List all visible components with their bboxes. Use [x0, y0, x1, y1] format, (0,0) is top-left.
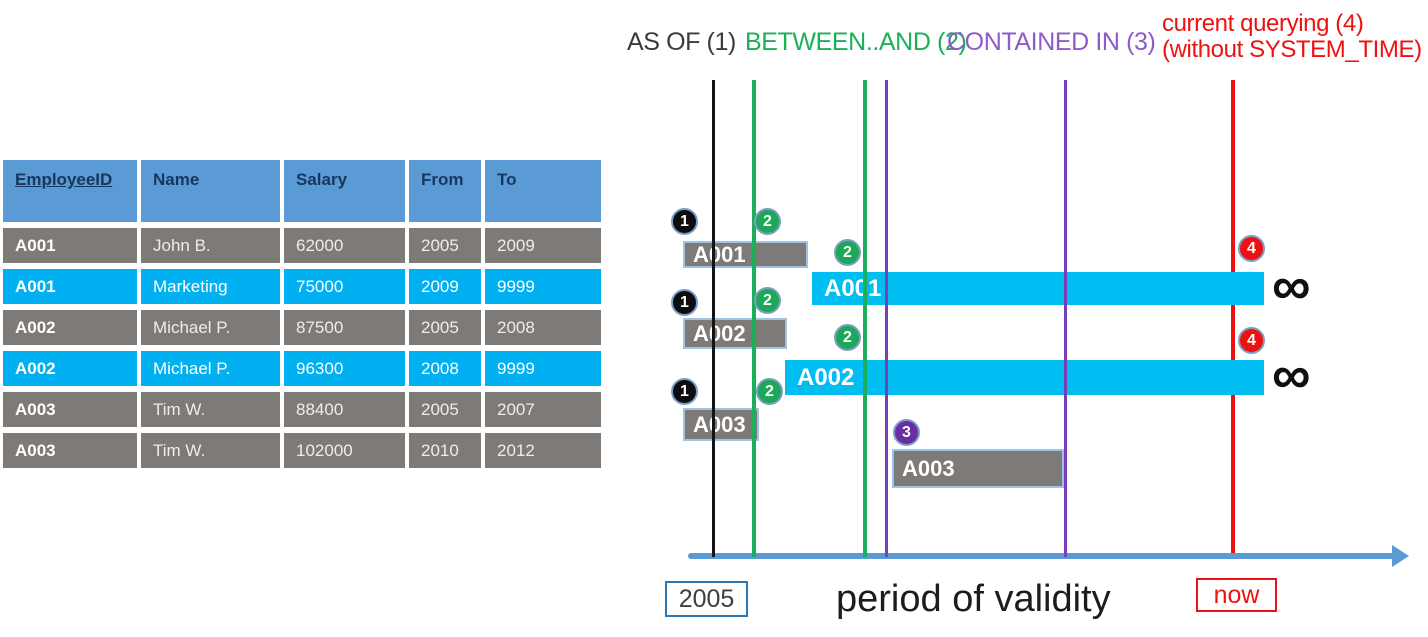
marker-between-and: 2: [754, 287, 781, 314]
table-cell: 88400: [284, 392, 405, 427]
legend-contained-in: CONTAINED IN (3): [947, 28, 1156, 56]
marker-between-and: 2: [834, 324, 861, 351]
table-cell: 9999: [485, 351, 601, 386]
contained-in-end-line: [1064, 80, 1067, 557]
time-axis: [688, 553, 1394, 559]
marker-as-of: 1: [671, 289, 698, 316]
table-cell: 2008: [485, 310, 601, 345]
axis-title: period of validity: [836, 578, 1111, 620]
marker-current-querying: 4: [1238, 327, 1265, 354]
table-cell: Tim W.: [141, 392, 280, 427]
contained-in-start-line: [885, 80, 888, 557]
validity-bar-a001-old: A001: [683, 241, 808, 268]
marker-as-of: 1: [671, 378, 698, 405]
marker-current-querying: 4: [1238, 235, 1265, 262]
table-cell: 87500: [284, 310, 405, 345]
marker-between-and: 2: [754, 208, 781, 235]
infinity-icon: ∞: [1272, 256, 1311, 316]
legend-current-querying-line2: (without SYSTEM_TIME): [1162, 36, 1422, 64]
year-2005-box: 2005: [665, 581, 748, 617]
bar-label: A003: [693, 411, 746, 437]
table-cell: 62000: [284, 228, 405, 263]
table-cell: 2010: [409, 433, 481, 468]
table-cell: Marketing: [141, 269, 280, 304]
table-cell: 2012: [485, 433, 601, 468]
bar-label: A001: [693, 241, 746, 267]
bar-label: A003: [902, 455, 955, 481]
table-cell: 9999: [485, 269, 601, 304]
between-and-end-line: [863, 80, 867, 557]
bar-label: A001: [824, 274, 882, 302]
employee-table: EmployeeID Name Salary From To A001 John…: [3, 160, 601, 474]
table-row: A003 Tim W. 88400 2005 2007: [3, 392, 601, 427]
legend-current-querying: current querying (4) (without SYSTEM_TIM…: [1162, 10, 1422, 64]
marker-between-and: 2: [834, 239, 861, 266]
table-cell: Michael P.: [141, 310, 280, 345]
legend-current-querying-line1: current querying (4): [1162, 10, 1364, 37]
table-cell: 2007: [485, 392, 601, 427]
table-cell: John B.: [141, 228, 280, 263]
table-row: A002 Michael P. 96300 2008 9999: [3, 351, 601, 386]
table-cell: A001: [3, 269, 137, 304]
table-row: A002 Michael P. 87500 2005 2008: [3, 310, 601, 345]
table-row: A001 John B. 62000 2005 2009: [3, 228, 601, 263]
legend-between-and: BETWEEN..AND (2): [745, 28, 967, 56]
now-line: [1231, 80, 1235, 557]
between-and-start-line: [752, 80, 756, 557]
table-cell: 96300: [284, 351, 405, 386]
column-header-employeeid: EmployeeID: [3, 160, 137, 222]
validity-bar-a003-contained: A003: [892, 449, 1064, 488]
bar-label: A002: [797, 363, 855, 391]
table-row: A003 Tim W. 102000 2010 2012: [3, 433, 601, 468]
table-cell: A003: [3, 392, 137, 427]
validity-bar-a002-old: A002: [683, 318, 787, 349]
bar-label: A002: [693, 320, 746, 346]
table-cell: A001: [3, 228, 137, 263]
table-cell: 102000: [284, 433, 405, 468]
validity-bar-a001-current: A001: [812, 272, 1264, 305]
validity-bar-a003-old: A003: [683, 408, 759, 441]
marker-as-of: 1: [671, 208, 698, 235]
infinity-icon: ∞: [1272, 345, 1311, 405]
table-cell: A003: [3, 433, 137, 468]
validity-bar-a002-current: A002: [785, 360, 1264, 395]
now-box: now: [1196, 578, 1277, 612]
as-of-line: [712, 80, 715, 557]
legend-as-of: AS OF (1): [627, 28, 736, 56]
time-axis-arrowhead-icon: [1392, 545, 1409, 567]
table-cell: 2005: [409, 310, 481, 345]
column-header-salary: Salary: [284, 160, 405, 222]
table-header-row: EmployeeID Name Salary From To: [3, 160, 601, 222]
column-header-to: To: [485, 160, 601, 222]
table-cell: A002: [3, 351, 137, 386]
table-cell: 2005: [409, 228, 481, 263]
column-header-name: Name: [141, 160, 280, 222]
table-row: A001 Marketing 75000 2009 9999: [3, 269, 601, 304]
table-cell: 75000: [284, 269, 405, 304]
marker-contained-in: 3: [893, 419, 920, 446]
table-cell: Michael P.: [141, 351, 280, 386]
table-cell: A002: [3, 310, 137, 345]
table-cell: Tim W.: [141, 433, 280, 468]
table-cell: 2008: [409, 351, 481, 386]
column-header-from: From: [409, 160, 481, 222]
marker-between-and: 2: [756, 378, 783, 405]
table-cell: 2005: [409, 392, 481, 427]
table-cell: 2009: [485, 228, 601, 263]
table-cell: 2009: [409, 269, 481, 304]
